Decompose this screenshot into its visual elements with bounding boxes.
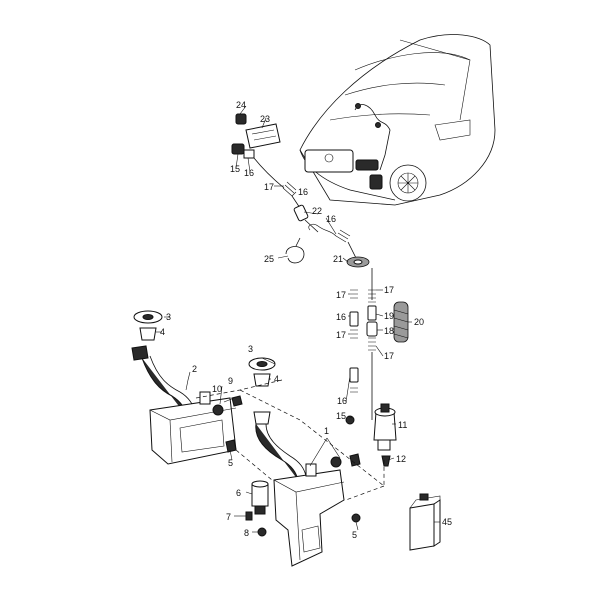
callout-16: 16 <box>337 396 347 406</box>
callout-17: 17 <box>336 330 346 340</box>
callout-10: 10 <box>212 384 222 394</box>
callout-17: 17 <box>336 290 346 300</box>
callout-25: 25 <box>264 254 274 264</box>
callout-7: 7 <box>226 512 231 522</box>
callout-17: 17 <box>384 351 394 361</box>
callout-18: 18 <box>384 326 394 336</box>
callout-16: 16 <box>244 168 254 178</box>
vehicle-front-illustration <box>299 34 496 206</box>
callout-4: 4 <box>274 374 279 384</box>
callout-numbers: 24 23 15 16 17 16 22 16 25 21 17 17 16 1… <box>160 100 452 540</box>
hose-clip <box>285 237 305 264</box>
callout-24: 24 <box>236 100 246 110</box>
callout-8: 8 <box>244 528 249 538</box>
washer-fluid-bottle <box>409 493 441 551</box>
callout-16: 16 <box>298 187 308 197</box>
callout-22: 22 <box>312 206 322 216</box>
group-boundary-lines <box>195 379 385 501</box>
callout-3: 3 <box>166 312 171 322</box>
callout-5: 5 <box>352 530 357 540</box>
reservoir-right <box>245 357 361 567</box>
callout-16: 16 <box>326 214 336 224</box>
nozzle-assembly-top <box>231 113 357 259</box>
hose-roll <box>393 301 409 343</box>
reservoir-left <box>131 310 243 465</box>
callout-5: 5 <box>228 458 233 468</box>
callout-45: 45 <box>442 517 452 527</box>
callout-15: 15 <box>336 411 346 421</box>
callout-15: 15 <box>230 164 240 174</box>
callout-19: 19 <box>384 311 394 321</box>
callout-1: 1 <box>324 426 329 436</box>
callout-2: 2 <box>192 364 197 374</box>
callout-9: 9 <box>228 376 233 386</box>
vertical-hose-set <box>349 268 378 420</box>
washer-pump-right <box>345 403 397 467</box>
callout-6: 6 <box>236 488 241 498</box>
callout-21: 21 <box>333 254 343 264</box>
callout-20: 20 <box>414 317 424 327</box>
leader-lines <box>156 105 440 533</box>
callout-11: 11 <box>398 420 407 430</box>
callout-17: 17 <box>264 182 274 192</box>
callout-3: 3 <box>248 344 253 354</box>
callout-4: 4 <box>160 327 165 337</box>
callout-17: 17 <box>384 285 394 295</box>
callout-23: 23 <box>260 114 270 124</box>
callout-12: 12 <box>396 454 406 464</box>
grommet <box>346 256 370 268</box>
callout-16: 16 <box>336 312 346 322</box>
